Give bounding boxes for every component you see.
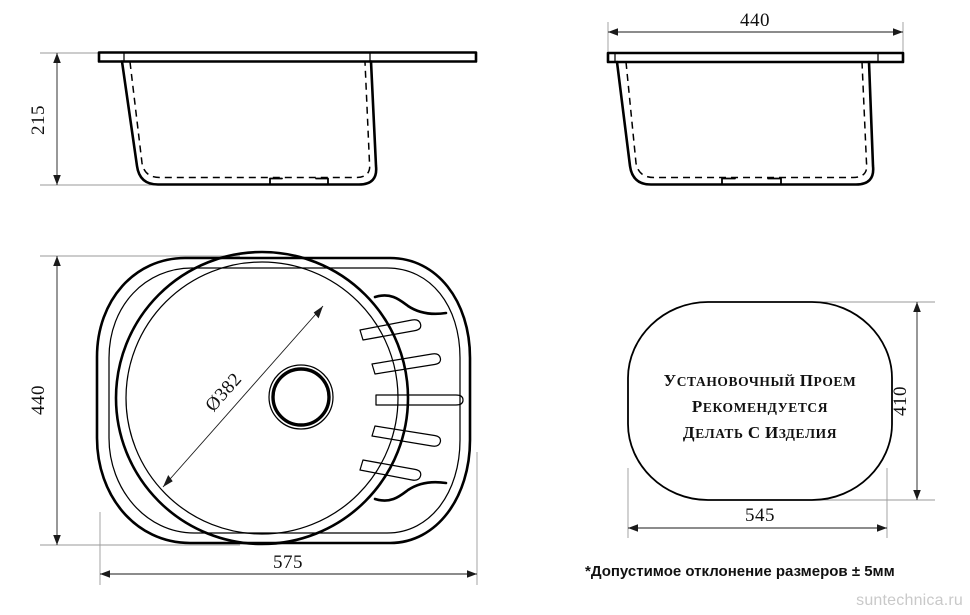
bowl-outer-rim-circle — [114, 250, 410, 546]
arrowhead-right-440 — [893, 28, 903, 36]
side-rim-flange — [606, 51, 905, 64]
installation-cutout-view — [627, 301, 935, 538]
arrowhead-down-440-plan — [53, 535, 61, 545]
diameter-leader-line — [162, 305, 324, 488]
arrowhead-left-545 — [628, 524, 638, 532]
arrowhead-down-215 — [53, 175, 61, 185]
arrowhead-up-215 — [53, 53, 61, 63]
arrowhead-up-440-plan — [53, 256, 61, 266]
dimension-label-410: 410 — [890, 386, 911, 416]
sink-inner-body-outline — [108, 267, 461, 534]
arrowhead-right-545 — [877, 524, 887, 532]
drainboard-groove-5 — [359, 459, 422, 481]
side-drain-recess-notch-left — [721, 177, 736, 186]
arrowhead-diameter-upper — [313, 306, 323, 319]
side-drain-recess-notch-right — [767, 177, 782, 186]
arrowhead-diameter-lower — [163, 475, 173, 487]
arrowhead-down-410 — [913, 490, 921, 500]
dimension-label-545: 545 — [745, 505, 775, 526]
dimension-label-440-side: 440 — [740, 10, 770, 31]
cutout-outline — [627, 301, 893, 501]
bowl-inner-circle — [125, 261, 399, 535]
drainboard-groove-4 — [371, 425, 442, 447]
top-plan-view — [40, 250, 478, 585]
drain-hole-outer-ring — [268, 364, 334, 430]
watermark: suntechnica.ru — [856, 592, 963, 609]
drainboard-groove-1 — [359, 319, 422, 341]
drain-recess-notch-right — [315, 177, 329, 186]
dimension-label-215: 215 — [28, 105, 49, 135]
dimension-label-575: 575 — [273, 552, 303, 573]
side-basin-outer-wall — [615, 60, 875, 186]
arrowhead-up-410 — [913, 302, 921, 312]
cutout-note-line-1: УСТАНОВОЧНЫЙ ПРОЕМ — [664, 371, 857, 390]
cutout-note-line-3: ДЕЛАТЬ С ИЗДЕЛИЯ — [683, 423, 837, 442]
arrowhead-left-440 — [608, 28, 618, 36]
side-basin-inner-hidden-wall — [625, 61, 868, 179]
drainboard-upper-boundary — [373, 294, 448, 316]
arrowhead-right-575 — [467, 570, 477, 578]
drainboard-groove-3 — [375, 394, 464, 406]
drain-hole — [271, 367, 331, 427]
sink-rim-flange — [97, 51, 478, 63]
sink-outer-body-outline — [95, 256, 472, 545]
dimension-label-bowl-diameter: Ø382 — [201, 369, 246, 416]
drainboard-groove-2 — [371, 353, 442, 375]
basin-outer-wall — [120, 60, 378, 186]
drainboard-lower-boundary — [373, 480, 448, 502]
side-cross-section-view — [606, 22, 905, 186]
front-cross-section-view — [40, 51, 478, 186]
drain-recess-notch-left — [269, 177, 283, 186]
cutout-note-line-2: РЕКОМЕНДУЕТСЯ — [692, 397, 828, 416]
dimension-label-440-plan: 440 — [28, 385, 49, 415]
tolerance-footnote: *Допустимое отклонение размеров ± 5мм — [585, 563, 895, 580]
basin-inner-hidden-wall — [129, 61, 371, 179]
arrowhead-left-575 — [100, 570, 110, 578]
